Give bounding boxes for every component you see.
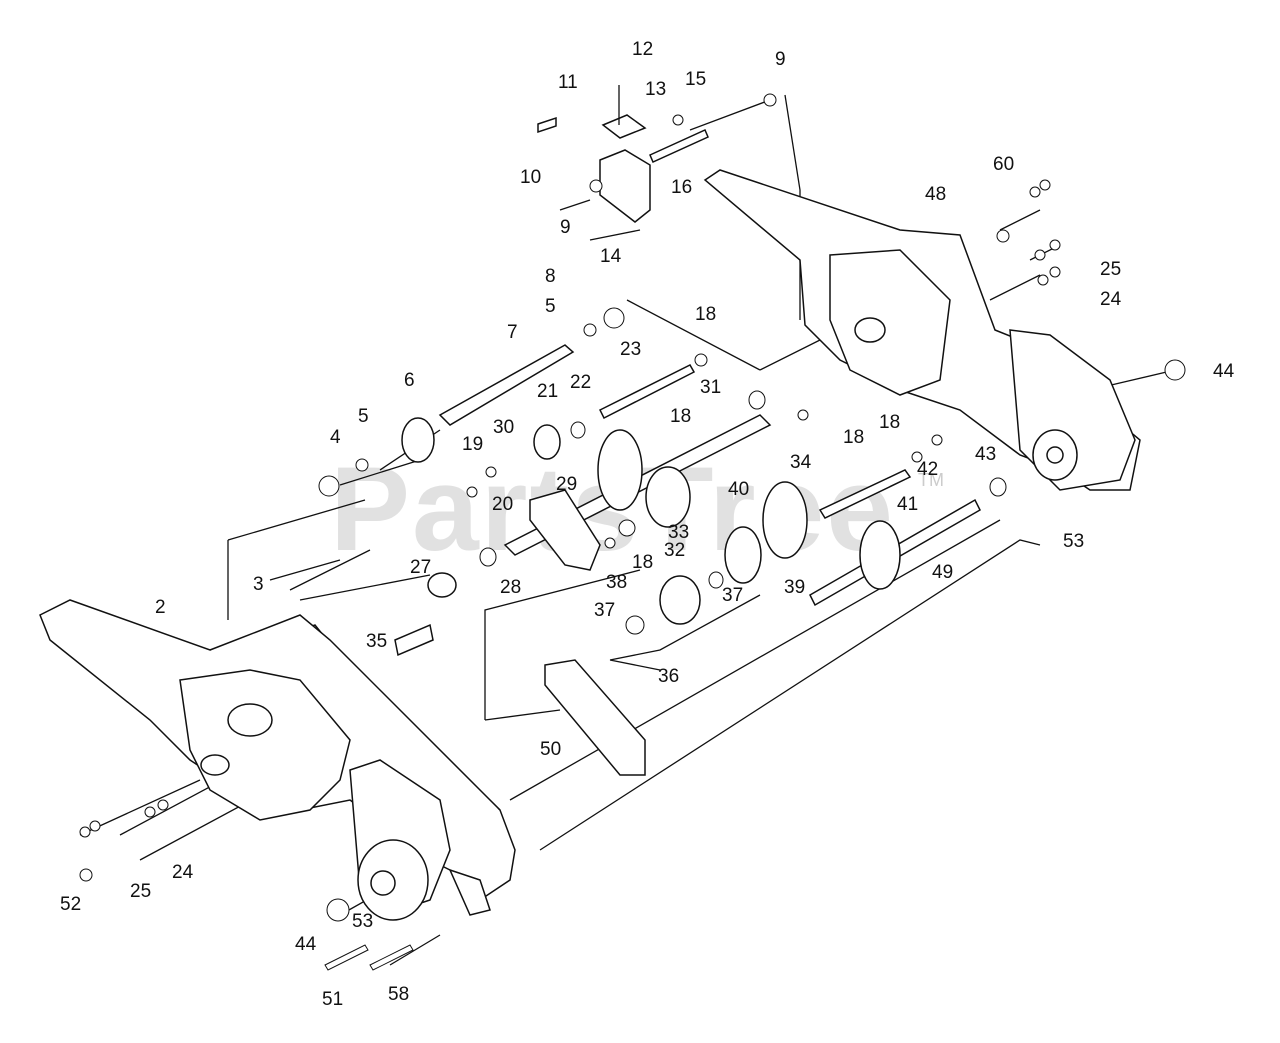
callout-58: 58 (388, 984, 409, 1005)
callout-32: 32 (664, 540, 685, 561)
washers (79, 179, 1186, 922)
callout-18: 18 (879, 412, 900, 433)
callout-40: 40 (728, 479, 749, 500)
callout-44: 44 (295, 934, 317, 955)
callout-48: 48 (925, 184, 946, 205)
callout-33: 33 (668, 522, 689, 543)
callout-18: 18 (670, 406, 691, 427)
callout-38: 38 (606, 572, 627, 593)
callout-24: 24 (1100, 289, 1122, 310)
callout-35: 35 (366, 631, 387, 652)
callout-52: 52 (60, 894, 81, 915)
callout-4: 4 (330, 427, 341, 448)
callout-18: 18 (695, 304, 716, 325)
callout-5: 5 (545, 296, 556, 317)
bracket-assembly (537, 85, 777, 223)
callout-5: 5 (358, 406, 369, 427)
callout-29: 29 (556, 474, 577, 495)
callout-14: 14 (600, 246, 622, 267)
callout-2: 2 (155, 597, 166, 618)
callout-43: 43 (975, 444, 996, 465)
callout-21: 21 (537, 381, 558, 402)
callout-27: 27 (410, 557, 431, 578)
callout-34: 34 (790, 452, 812, 473)
callout-37: 37 (722, 585, 743, 606)
callout-39: 39 (784, 577, 805, 598)
callout-16: 16 (671, 177, 692, 198)
callout-53: 53 (352, 911, 373, 932)
callout-44: 44 (1213, 361, 1235, 382)
callout-19: 19 (462, 434, 483, 455)
callout-9: 9 (560, 217, 571, 238)
callout-11: 11 (558, 72, 578, 93)
chains (529, 489, 646, 776)
callout-6: 6 (404, 370, 415, 391)
callout-18: 18 (632, 552, 653, 573)
callout-41: 41 (897, 494, 918, 515)
callout-13: 13 (645, 79, 666, 100)
callout-25: 25 (130, 881, 151, 902)
callout-53: 53 (1063, 531, 1084, 552)
callout-30: 30 (493, 417, 514, 438)
callout-15: 15 (685, 69, 706, 90)
callout-51: 51 (322, 989, 343, 1010)
callout-25: 25 (1100, 259, 1121, 280)
callout-23: 23 (620, 339, 641, 360)
callout-37: 37 (594, 600, 615, 621)
callout-10: 10 (520, 167, 541, 188)
callout-3: 3 (253, 574, 264, 595)
watermark-trademark: TM (918, 470, 944, 490)
callout-8: 8 (545, 266, 556, 287)
callout-42: 42 (917, 459, 938, 480)
callout-49: 49 (932, 562, 953, 583)
callout-50: 50 (540, 739, 561, 760)
callout-24: 24 (172, 862, 194, 883)
callout-31: 31 (700, 377, 721, 398)
callout-28: 28 (500, 577, 521, 598)
callout-36: 36 (658, 666, 679, 687)
callout-12: 12 (632, 39, 653, 60)
callout-9: 9 (775, 49, 786, 70)
callout-22: 22 (570, 372, 591, 393)
callout-20: 20 (492, 494, 513, 515)
gears (401, 417, 901, 625)
callout-7: 7 (507, 322, 518, 343)
left-gear-case (39, 599, 516, 921)
right-gear-case (703, 169, 1141, 491)
bolts (324, 944, 414, 971)
callout-18: 18 (843, 427, 864, 448)
callout-60: 60 (993, 154, 1014, 175)
